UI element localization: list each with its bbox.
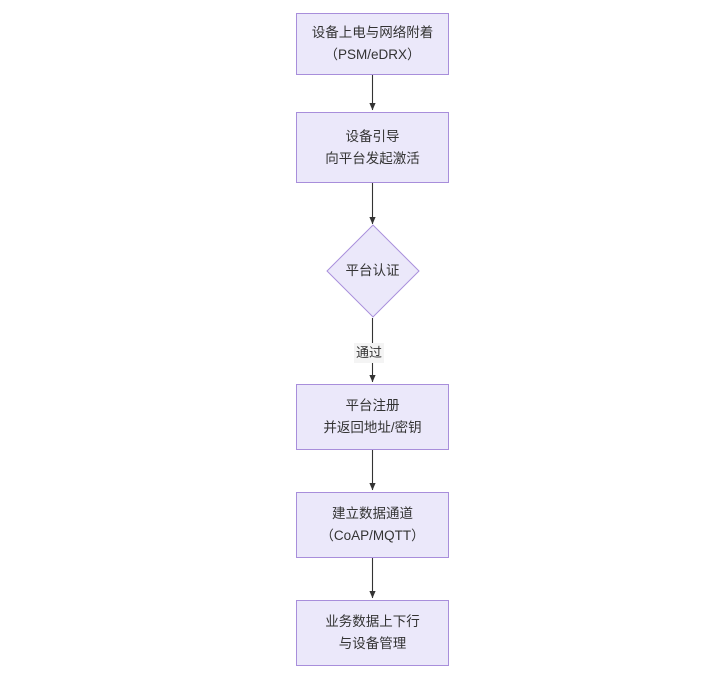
flow-node-label-line: 并返回地址/密钥 bbox=[323, 420, 422, 435]
flow-node-label-line: 设备上电与网络附着 bbox=[311, 25, 434, 40]
flow-node-label-line: （CoAP/MQTT） bbox=[320, 528, 425, 543]
flow-node-label-line: 建立数据通道 bbox=[332, 506, 413, 521]
edge-label-pass: 通过 bbox=[354, 343, 385, 363]
flow-node-label-line: 业务数据上下行 bbox=[325, 614, 420, 629]
flow-node-label-line: （PSM/eDRX） bbox=[324, 47, 421, 62]
flow-node-label-line: 向平台发起激活 bbox=[325, 150, 420, 166]
flow-node-label-line: 平台注册 bbox=[345, 398, 400, 413]
flow-node-platform-registration[interactable]: 平台注册 并返回地址/密钥 bbox=[296, 384, 449, 450]
flow-node-platform-authentication[interactable]: 平台认证 bbox=[322, 224, 423, 318]
flow-node-device-power-on[interactable]: 设备上电与网络附着 （PSM/eDRX） bbox=[296, 13, 449, 75]
flow-node-label-line: 设备引导 bbox=[345, 128, 400, 144]
flow-node-device-bootstrap[interactable]: 设备引导 向平台发起激活 bbox=[296, 112, 449, 183]
flow-node-business-data[interactable]: 业务数据上下行 与设备管理 bbox=[296, 600, 449, 666]
flow-node-data-channel[interactable]: 建立数据通道 （CoAP/MQTT） bbox=[296, 492, 449, 558]
flow-node-label-line: 平台认证 bbox=[345, 263, 400, 278]
flow-node-label-line: 与设备管理 bbox=[338, 636, 407, 651]
